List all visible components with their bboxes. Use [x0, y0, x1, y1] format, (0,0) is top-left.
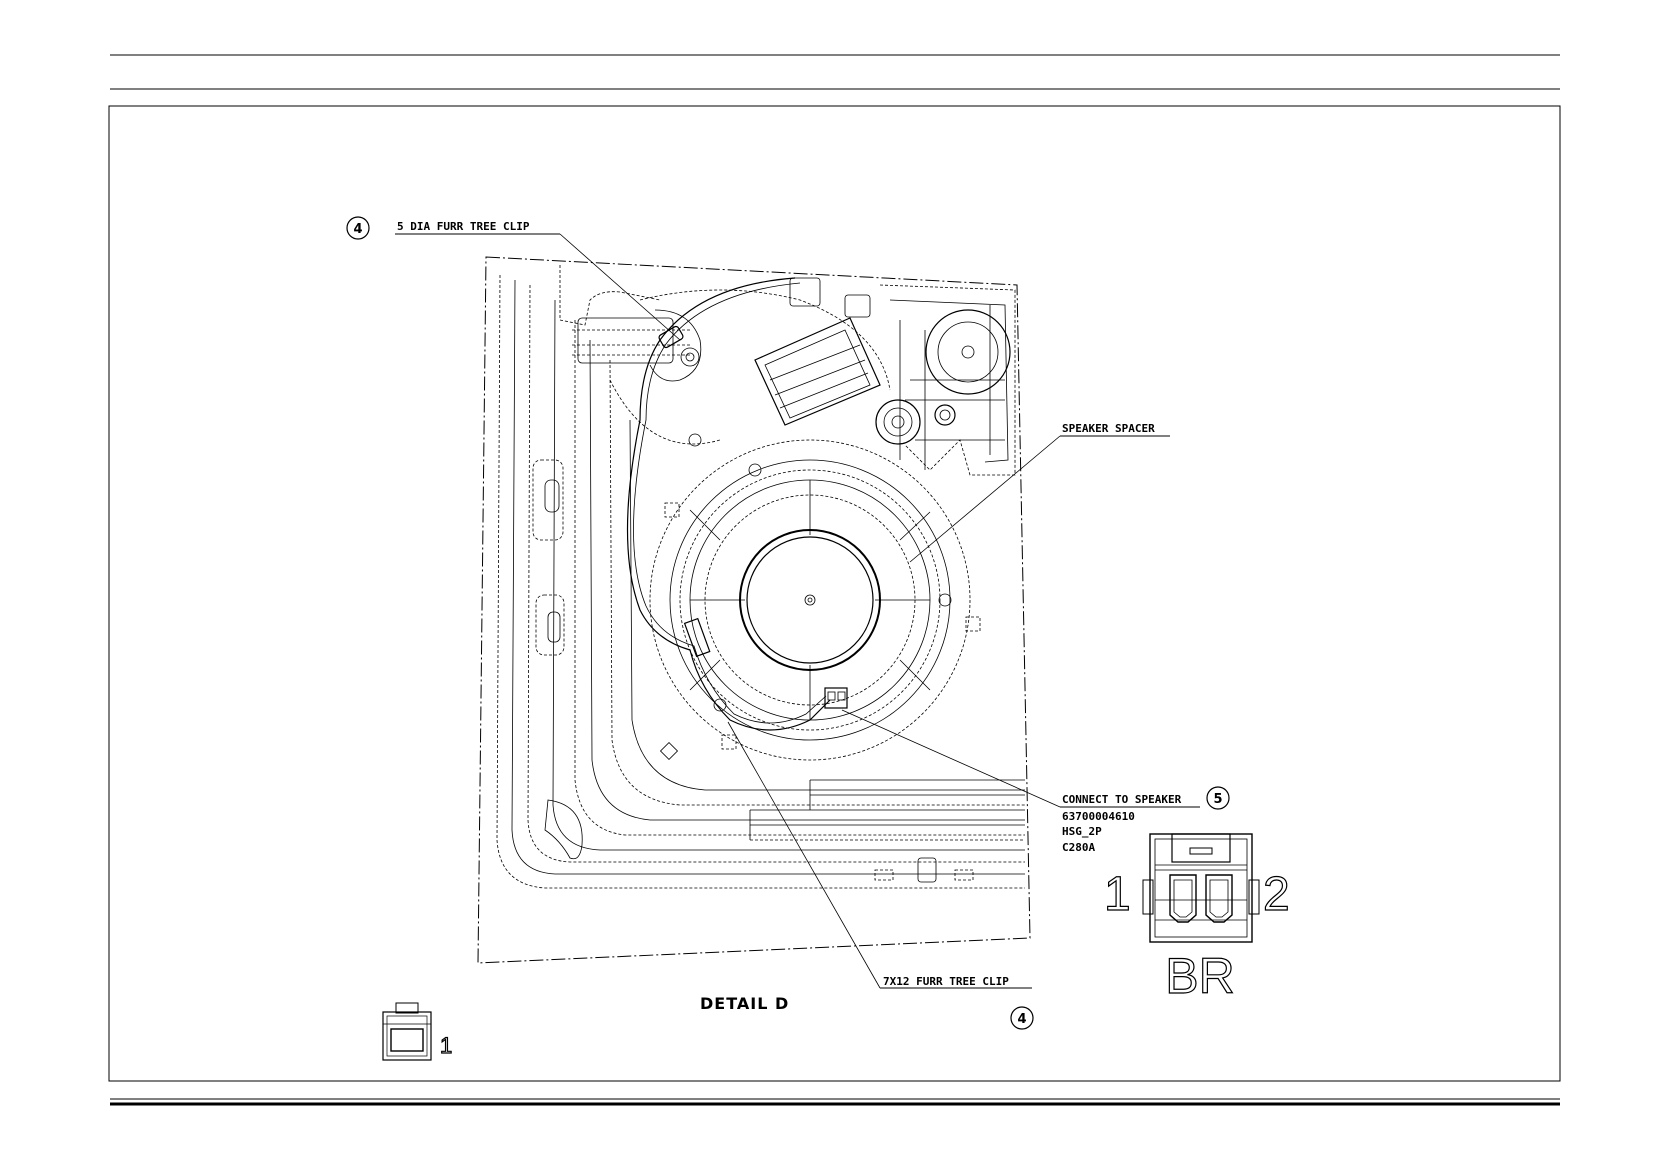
connector-pin-left: 1 [1104, 868, 1131, 921]
callout-number-connect: 5 [1213, 792, 1222, 807]
drawing-frame [108, 105, 1561, 1082]
connector-color-code: BR [1165, 948, 1234, 1004]
detail-title: DETAIL D [700, 994, 789, 1013]
callout-label-top-clip: 5 DIA FURR TREE CLIP [397, 220, 530, 233]
small-connector-pin: 1 [440, 1033, 452, 1058]
callout-label-speaker-spacer: SPEAKER SPACER [1062, 422, 1155, 435]
connector-housing: HSG_2P [1062, 825, 1102, 838]
connector-id: C280A [1062, 841, 1095, 854]
callout-bubble-top-clip [346, 216, 370, 240]
leader-lines [395, 233, 1200, 989]
callout-number-bottom-clip: 4 [1017, 1012, 1026, 1027]
callout-bubble-connect [1206, 786, 1230, 810]
callout-label-bottom-clip: 7X12 FURR TREE CLIP [883, 975, 1009, 988]
small-connector-icon [382, 1002, 432, 1061]
door-panel-detail [477, 256, 1031, 964]
connector-part-number: 63700004610 [1062, 810, 1135, 823]
callout-label-connect-to-speaker: CONNECT TO SPEAKER [1062, 793, 1182, 806]
callout-number-top-clip: 4 [353, 222, 362, 237]
callout-bubble-bottom-clip [1010, 1006, 1034, 1030]
connector-pin-right: 2 [1263, 868, 1290, 921]
speaker-assembly [649, 439, 971, 761]
connector-face-view [1142, 833, 1260, 943]
